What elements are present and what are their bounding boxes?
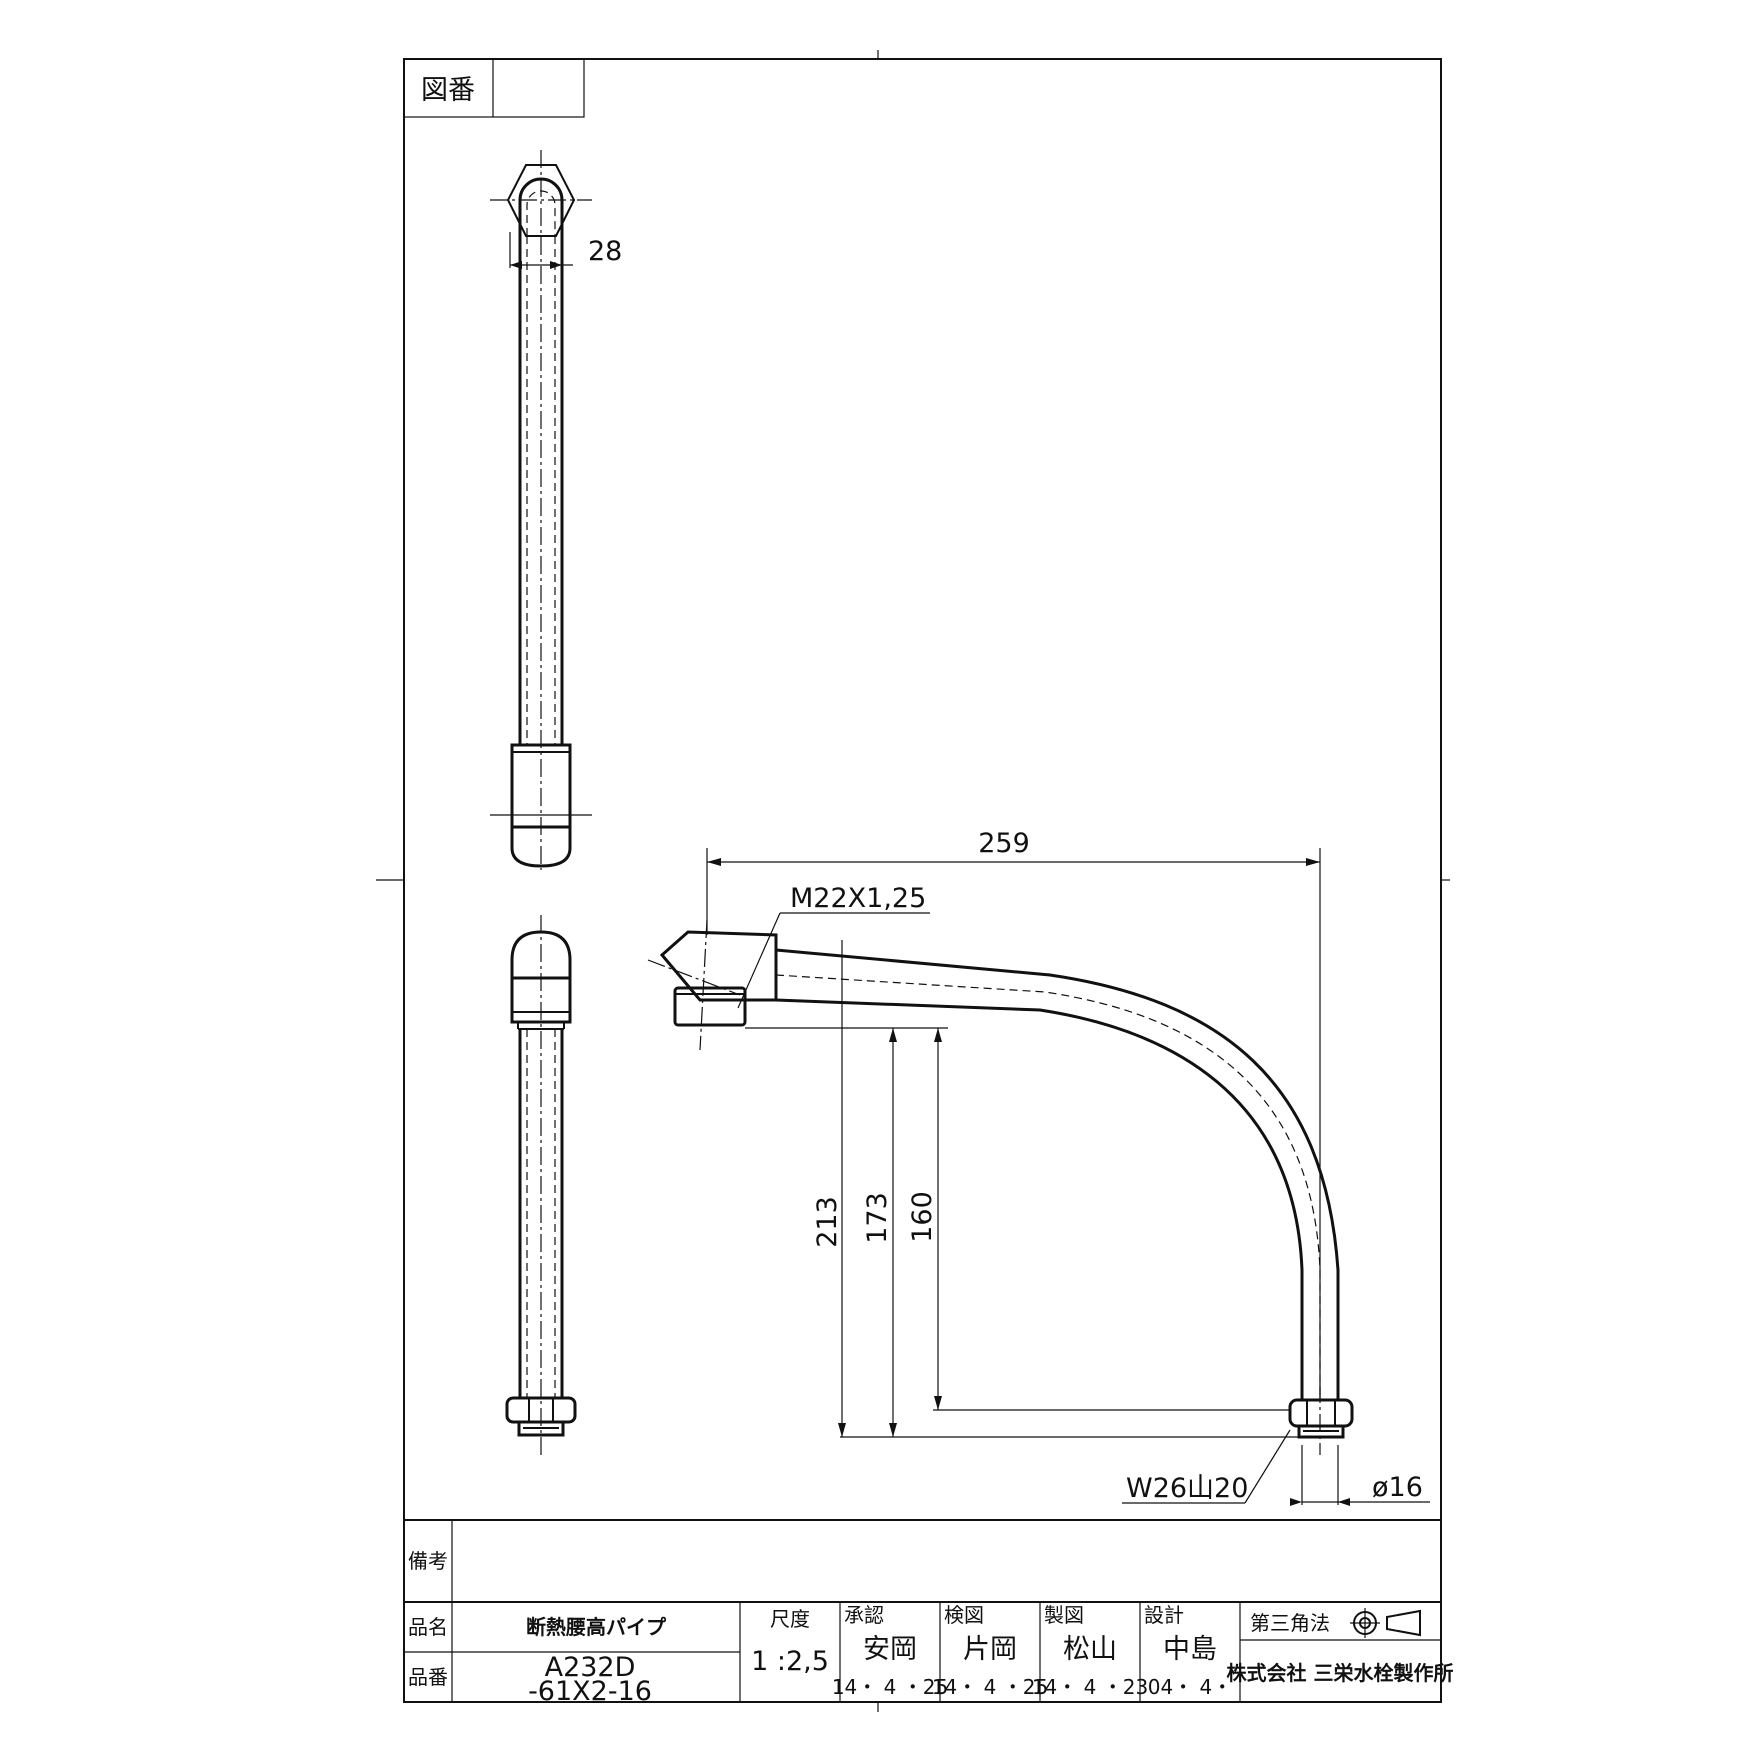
- dim-height-low: 160: [907, 1191, 938, 1243]
- design-name: 中島: [1163, 1634, 1217, 1665]
- product-number-line1: A232D: [545, 1652, 636, 1683]
- design-date: 04・ 4・: [1148, 1675, 1233, 1699]
- dim-base-thread: W26山20: [1126, 1473, 1248, 1504]
- check-date: 14・ 4 ・25: [932, 1675, 1048, 1699]
- front-view-pipe: [647, 919, 1354, 1455]
- pipe-outer-bottom: [775, 998, 1304, 1400]
- check-label: 検図: [944, 1603, 984, 1627]
- drawing-frame: [403, 58, 1442, 1703]
- check-name: 片岡: [963, 1634, 1017, 1665]
- spout-head: [659, 930, 778, 1002]
- dim-spout-thread: M22X1,25: [790, 883, 926, 914]
- center-marks: [376, 50, 1450, 1712]
- company-name: 株式会社 三栄水栓製作所: [1227, 1661, 1454, 1685]
- remarks-label: 備考: [408, 1549, 448, 1573]
- drafting-date: 14・ 4 ・23: [1032, 1675, 1148, 1699]
- product-number-label: 品番: [408, 1665, 448, 1689]
- insulation-sleeve: [510, 743, 572, 829]
- title-block: 備考 品名 断熱腰高パイプ 品番 A232D -61X2-16 尺度 1 :2,…: [404, 1519, 1454, 1707]
- dim-overall-length: 259: [978, 828, 1030, 859]
- base-nut: [1288, 1398, 1354, 1428]
- approval-name: 安岡: [863, 1634, 917, 1665]
- projection-label: 第三角法: [1250, 1611, 1330, 1635]
- drawing-number-label: 図番: [421, 75, 475, 106]
- dim-height-mid: 173: [862, 1192, 893, 1244]
- drafting-label: 製図: [1044, 1603, 1084, 1627]
- sleeve-end: [510, 827, 572, 868]
- dim-pipe-diameter: ø16: [1372, 1472, 1423, 1503]
- pipe-outer-top: [775, 948, 1340, 1400]
- front-view-dimensions: 259 M22X1,25 213 173 160 W26山20 ø16: [706, 828, 1430, 1506]
- scale-label: 尺度: [770, 1607, 810, 1631]
- dim-height-total: 213: [812, 1196, 843, 1248]
- third-angle-projection-icon: [1350, 1608, 1421, 1638]
- design-label: 設計: [1144, 1603, 1184, 1627]
- drawing-number-box: 図番: [403, 58, 585, 118]
- product-name: 断熱腰高パイプ: [526, 1615, 667, 1639]
- dim-top-width: 28: [588, 236, 622, 267]
- side-view-lower-pipe: [505, 915, 577, 1455]
- side-view-upper-pipe: 28: [490, 150, 622, 870]
- product-number-line2: -61X2-16: [528, 1676, 652, 1707]
- scale-value: 1 :2,5: [751, 1646, 829, 1677]
- product-name-label: 品名: [408, 1615, 448, 1639]
- approval-label: 承認: [844, 1603, 884, 1627]
- spout-outlet: [673, 986, 747, 1027]
- approval-date: 14・ 4 ・25: [832, 1675, 948, 1699]
- drafting-name: 松山: [1063, 1634, 1117, 1665]
